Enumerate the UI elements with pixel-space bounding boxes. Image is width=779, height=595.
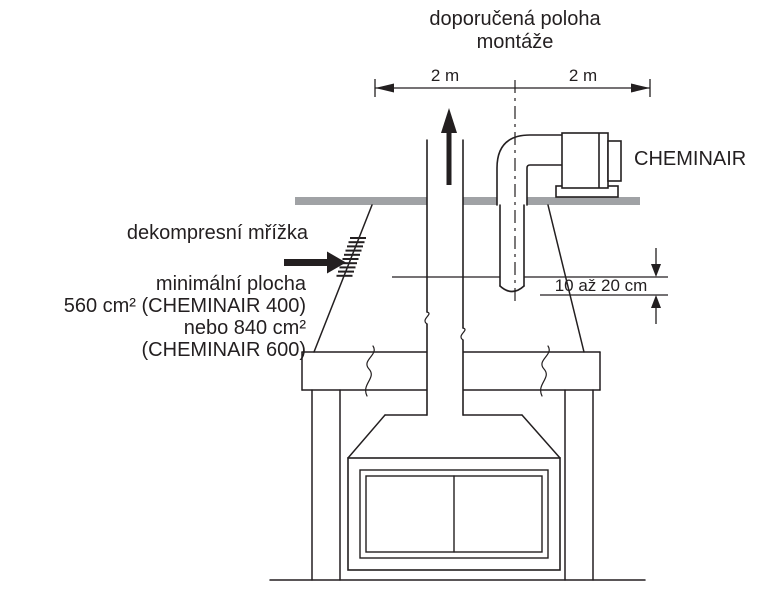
dim-arrow-right xyxy=(631,83,650,93)
fan-box xyxy=(555,132,622,198)
pointer-arrow-shaft xyxy=(284,259,328,266)
top-note-line1: doporučená poloha xyxy=(429,8,601,30)
chimney-flue xyxy=(424,108,466,416)
flue-up-arrow xyxy=(441,108,457,185)
break-mark xyxy=(540,345,550,397)
fan-motor-cap xyxy=(607,140,622,182)
area-note-line2: 560 cm² (CHEMINAIR 400) xyxy=(64,295,306,317)
dim-right-label: 2 m xyxy=(569,66,597,85)
fan-housing xyxy=(561,132,609,189)
drop-pipe-bottom xyxy=(499,285,525,293)
top-note-line2: montáže xyxy=(477,31,554,53)
height-dim-top-arrow xyxy=(651,264,661,277)
grille-label: dekompresní mřížka xyxy=(127,222,309,244)
drop-pipe-fill xyxy=(500,205,524,292)
hood-slope-right xyxy=(521,414,561,459)
flue-break-right xyxy=(460,327,466,341)
labels: doporučená poloha montáže 2 m 2 m CHEMIN… xyxy=(64,8,747,361)
break-mark xyxy=(365,345,375,397)
grille-pointer-arrow xyxy=(284,251,346,274)
height-dimension xyxy=(540,248,668,324)
hood-slope-left xyxy=(347,414,386,459)
mounting-dimension xyxy=(374,79,651,97)
breast-slope-left xyxy=(313,204,373,353)
cheminair-unit xyxy=(496,132,622,293)
height-range-label: 10 až 20 cm xyxy=(555,276,648,295)
flue-break-left xyxy=(424,311,430,325)
ceiling-slab xyxy=(295,197,640,205)
flue-up-arrow-shaft xyxy=(446,130,452,185)
area-note-line3: nebo 840 cm² xyxy=(184,317,307,339)
fireplace-structure xyxy=(269,204,646,581)
dim-arrow-left xyxy=(375,83,394,93)
dim-left-label: 2 m xyxy=(431,66,459,85)
height-dim-bottom-arrow xyxy=(651,295,661,308)
pointer-arrow-head xyxy=(327,251,346,274)
area-note-line4: (CHEMINAIR 600) xyxy=(142,339,306,361)
elbow-inner-edge xyxy=(526,164,564,206)
breast-slope-right xyxy=(547,204,585,353)
elbow-outer-edge xyxy=(496,134,564,206)
flue-up-arrow-head xyxy=(441,108,457,133)
device-label: CHEMINAIR xyxy=(634,148,746,170)
area-note-line1: minimální plocha xyxy=(156,273,307,295)
elbow-fill xyxy=(497,135,563,205)
firebox-frame xyxy=(359,469,549,559)
